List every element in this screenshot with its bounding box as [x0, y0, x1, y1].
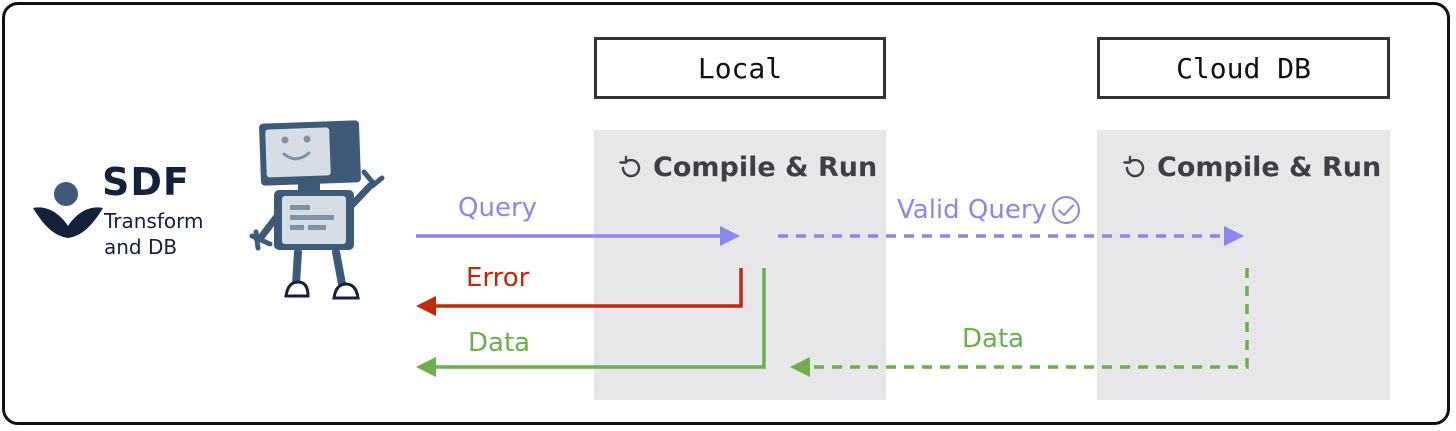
brand-title: SDF	[102, 160, 190, 204]
data-label-cloud: Data	[962, 324, 1025, 354]
refresh-icon	[1123, 155, 1145, 177]
brand-subtitle: Transform and DB	[104, 208, 203, 260]
valid-query-label: Valid Query	[897, 193, 1083, 227]
data-label-local: Data	[468, 328, 531, 358]
refresh-icon	[619, 155, 641, 177]
cloud-db-environment-label: Cloud DB	[1097, 37, 1390, 99]
local-compile-run: Compile & Run	[617, 152, 877, 183]
cloud-compile-run: Compile & Run	[1121, 152, 1381, 183]
valid-query-text: Valid Query	[897, 195, 1047, 225]
cloud-compile-run-label: Compile & Run	[1157, 152, 1382, 183]
local-environment-label: Local	[594, 37, 886, 99]
brand-subtitle-line1: Transform	[104, 209, 204, 233]
query-label: Query	[458, 193, 538, 223]
local-compile-run-label: Compile & Run	[653, 152, 878, 183]
error-label: Error	[466, 263, 530, 293]
check-circle-icon	[1051, 196, 1080, 224]
brand-subtitle-line2: and DB	[104, 235, 178, 259]
